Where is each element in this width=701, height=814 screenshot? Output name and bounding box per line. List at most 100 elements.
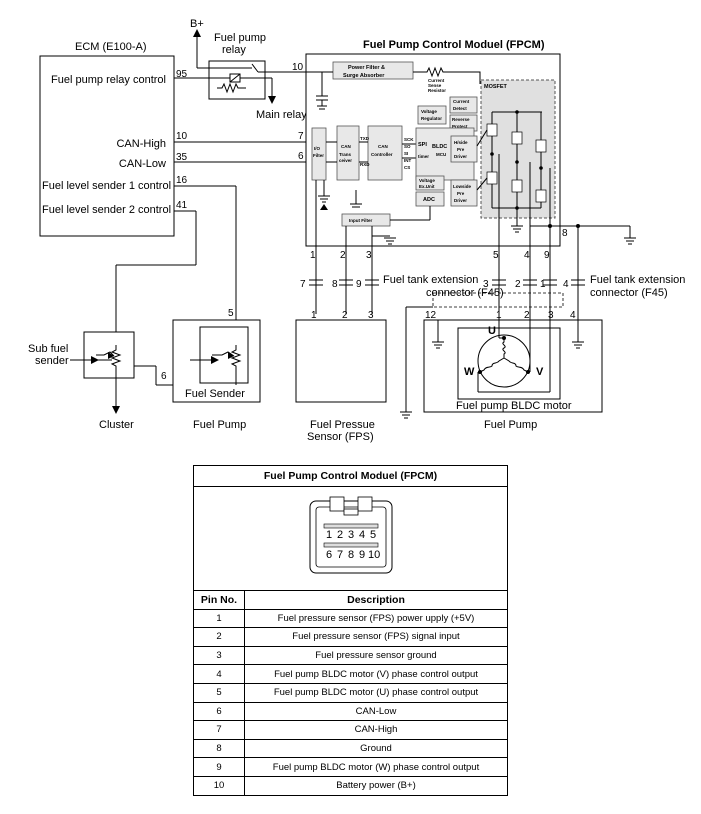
fuel-pump-left-caption: Fuel Pump	[193, 419, 246, 431]
fpcm-bottom-pin-4: 4	[524, 250, 530, 261]
fuel-pump-relay: B+ Fuel pump relay Main relay	[174, 18, 307, 121]
phase-w-label: W	[464, 366, 475, 378]
ecm-label-relay: Fuel pump relay control	[51, 74, 166, 86]
right-connector-label-1: Fuel tank extension	[590, 274, 685, 286]
pin-number: 4	[193, 664, 245, 684]
sub-sender-wiper-icon	[108, 352, 114, 359]
surge-absorber-label: Surge Absorber	[343, 73, 385, 79]
pin-number: 7	[193, 720, 245, 740]
rxd-label: RXD	[360, 162, 370, 167]
connector-pin-4: 4	[359, 529, 365, 541]
pin-number: 1	[193, 608, 245, 629]
battery-arrow-icon	[193, 29, 201, 37]
pin-number: 2	[193, 627, 245, 647]
can-controller-2: Controller	[371, 152, 393, 157]
fuel-pump-right-pin-2: 2	[524, 310, 530, 321]
spi-line-so: SO	[404, 144, 411, 149]
pin-number: 10	[193, 775, 245, 796]
col-header-pin: Pin No.	[193, 590, 245, 610]
low-driver-1: Lowside	[453, 184, 471, 189]
voltage-ex-1: Voltage	[419, 178, 435, 183]
pin-description: Ground	[244, 738, 508, 759]
bldc-label: BLDC	[432, 144, 447, 150]
connector-left-f45: 7 8 9 Fuel tank extension connector (F45…	[300, 274, 504, 299]
mcu-label: MCU	[436, 152, 446, 157]
relay-title-2: relay	[222, 44, 246, 56]
fps-pin-1: 1	[311, 310, 317, 321]
current-detect-1: Current	[453, 99, 470, 104]
sub-fuel-sender-label-1: Sub fuel	[28, 343, 68, 355]
pin-description: Fuel pressure sensor ground	[244, 645, 508, 666]
connector-pin-1: 1	[326, 529, 332, 541]
fpcm-module: Fuel Pump Control Moduel (FPCM) 10 7 6 8…	[292, 39, 568, 247]
reverse-protect-2: Protect	[452, 124, 468, 129]
fpcm-bottom-pin-3: 3	[366, 250, 372, 261]
pin-number: 8	[193, 738, 245, 759]
fpcm-title: Fuel Pump Control Moduel (FPCM)	[363, 39, 545, 51]
left-connector-pin-7: 7	[300, 279, 306, 290]
fuel-pump-right-caption: Fuel Pump	[484, 419, 537, 431]
fuel-pump-right-pin-3: 3	[548, 310, 554, 321]
current-sense-2: Sense	[428, 83, 442, 88]
spi-line-int: INT	[404, 158, 412, 163]
ecm-pin-10: 10	[176, 131, 188, 142]
ecm-block: ECM (E100-A) Fuel pump relay control CAN…	[39, 41, 188, 237]
fuel-pressure-sensor: 1 2 3 Fuel Pressue Sensor (FPS)	[295, 310, 387, 443]
fuel-pump-right-pin-1: 1	[496, 310, 502, 321]
pin-description: Battery power (B+)	[244, 775, 508, 796]
ecm-label-sender1: Fuel level sender 1 control	[42, 180, 171, 192]
fpcm-bottom-pin-5: 5	[493, 250, 499, 261]
fuel-pump-left-pin-5: 5	[228, 308, 234, 319]
spi-label: SPI	[418, 142, 427, 148]
voltage-regulator-1: Voltage	[421, 109, 437, 114]
can-controller-1: CAN	[378, 144, 388, 149]
main-relay-arrow-icon	[268, 96, 276, 104]
col-header-description: Description	[244, 590, 508, 610]
pin-description: Fuel pump BLDC motor (V) phase control o…	[244, 664, 508, 684]
pin-description: CAN-Low	[244, 701, 508, 722]
fpcm-pin-6: 6	[298, 151, 304, 162]
right-connector-pin-4: 4	[563, 279, 569, 290]
ecm-label-can-low: CAN-Low	[119, 158, 166, 170]
cluster-label: Cluster	[99, 419, 134, 431]
connector-pin-9: 9	[359, 549, 365, 561]
fpcm-bottom-pin-1: 1	[310, 250, 316, 261]
pin-number: 3	[193, 645, 245, 666]
cluster-arrow-icon	[112, 406, 120, 414]
adc-label: ADC	[423, 197, 435, 203]
current-detect-2: Detect	[453, 106, 467, 111]
fuel-pump-right-pin-12: 12	[425, 310, 437, 321]
fuel-pump-right: 12 1 2 3 4 U V W	[400, 306, 603, 431]
connector-pin-10: 10	[368, 549, 380, 561]
sender-arrow-icon	[211, 356, 219, 364]
ecm-pin-95: 95	[176, 69, 188, 80]
spi-line-sck: SCK	[404, 137, 414, 142]
txd-label: TXD	[360, 136, 370, 141]
high-driver-1: H/side	[454, 140, 468, 145]
sub-fuel-sender-label-2: sender	[35, 355, 69, 367]
pin-number: 5	[193, 682, 245, 703]
right-connector-label-2: connector (F45)	[590, 287, 668, 299]
pin-table: Fuel Pump Control Moduel (FPCM) 1 2 3 4 …	[193, 465, 508, 796]
fps-caption-2: Sensor (FPS)	[307, 431, 374, 443]
input-filter-label: Input Filter	[349, 218, 372, 223]
low-driver-3: Driver	[454, 198, 467, 203]
ecm-pin-41: 41	[176, 200, 188, 211]
fps-pin-3: 3	[368, 310, 374, 321]
wiring-diagram: ECM (E100-A) Fuel pump relay control CAN…	[28, 18, 685, 443]
connector-pin-6: 6	[326, 549, 332, 561]
low-driver-2: Pre	[457, 191, 465, 196]
sub-sender-pin-6: 6	[161, 371, 167, 382]
right-connector-pin-2: 2	[515, 279, 521, 290]
bldc-motor-label: Fuel pump BLDC motor	[456, 400, 572, 412]
ecm-pin-35: 35	[176, 152, 188, 163]
pin-number: 9	[193, 757, 245, 777]
fpcm-pin-10: 10	[292, 62, 304, 73]
motor-coil-icon	[479, 338, 529, 373]
pin-table-title: Fuel Pump Control Moduel (FPCM)	[193, 465, 508, 487]
